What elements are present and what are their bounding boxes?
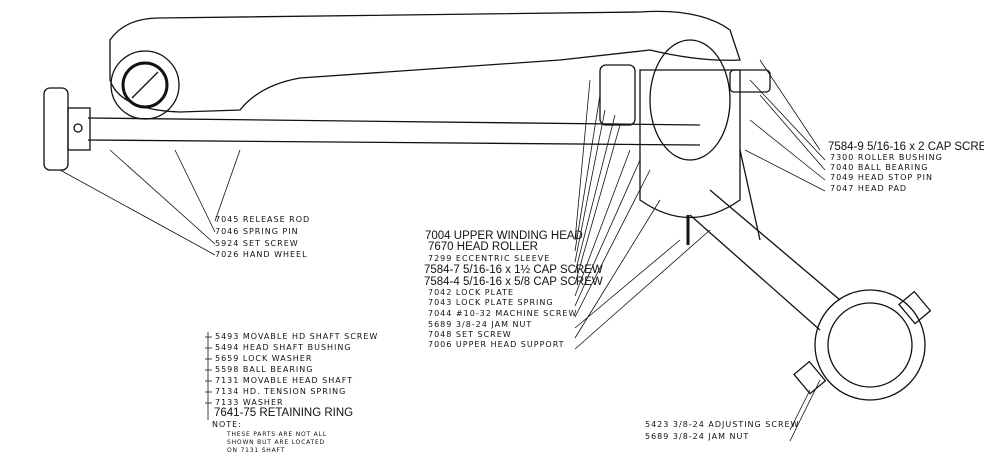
part-label: 7584-4 5/16-16 x 5/8 CAP SCREW	[424, 276, 603, 288]
shaft-bushing	[121, 61, 169, 109]
part-label: 7131 MOVABLE HEAD SHAFT	[215, 376, 354, 385]
part-label: 7044 #10-32 MACHINE SCREW	[428, 309, 578, 318]
label-spring-pin: 7046 SPRING PIN	[215, 227, 299, 236]
hand-wheel	[43, 87, 69, 171]
upper-winding-head	[639, 69, 741, 219]
note-line: ON 7131 SHAFT	[227, 447, 286, 454]
upper-arm	[109, 10, 741, 113]
part-label: 5493 MOVABLE HD SHAFT SCREW	[215, 332, 379, 341]
part-label: 7133 WASHER	[215, 398, 284, 407]
part-label: 7047 HEAD PAD	[830, 184, 908, 193]
part-label: 7134 HD. TENSION SPRING	[215, 387, 347, 396]
part-label: 5689 3/8-24 JAM NUT	[645, 432, 750, 441]
label-release-rod: 7045 RELEASE ROD	[215, 215, 311, 224]
part-label: 7299 ECCENTRIC SLEEVE	[428, 254, 551, 263]
part-label: 7049 HEAD STOP PIN	[830, 173, 933, 182]
part-label: 5494 HEAD SHAFT BUSHING	[215, 343, 352, 352]
part-label: 7042 LOCK PLATE	[428, 288, 515, 297]
part-label: 5423 3/8-24 ADJUSTING SCREW	[645, 420, 800, 429]
part-label: 7043 LOCK PLATE SPRING	[428, 298, 554, 307]
part-label: 7584-9 5/16-16 x 2 CAP SCREW	[828, 141, 984, 153]
part-label: 5689 3/8-24 JAM NUT	[428, 320, 533, 329]
label-retaining-ring: 7641-75 RETAINING RING	[214, 407, 354, 419]
label-set-screw: 5924 SET SCREW	[215, 239, 299, 248]
note-line: SHOWN BUT ARE LOCATED	[227, 439, 325, 446]
part-label: 7048 SET SCREW	[428, 330, 512, 339]
head-roller	[599, 64, 636, 126]
part-label: 5598 BALL BEARING	[215, 365, 314, 374]
part-label: 7006 UPPER HEAD SUPPORT	[428, 340, 565, 349]
part-label: 7040 BALL BEARING	[830, 163, 929, 172]
note-line: THESE PARTS ARE NOT ALL	[227, 431, 327, 438]
support-clamp	[814, 289, 926, 401]
upper-head-support	[689, 149, 841, 331]
label-head-roller: 7670 HEAD ROLLER	[428, 241, 538, 253]
part-label: 5659 LOCK WASHER	[215, 354, 313, 363]
label-hand-wheel: 7026 HAND WHEEL	[215, 250, 308, 259]
label-upper-winding-head: 7004 UPPER WINDING HEAD	[425, 230, 583, 242]
leader-lines	[59, 59, 826, 442]
note-title: NOTE:	[212, 420, 242, 429]
part-label: 7300 ROLLER BUSHING	[830, 153, 943, 162]
part-label: 7584-7 5/16-16 x 1½ CAP SCREW	[424, 264, 603, 276]
